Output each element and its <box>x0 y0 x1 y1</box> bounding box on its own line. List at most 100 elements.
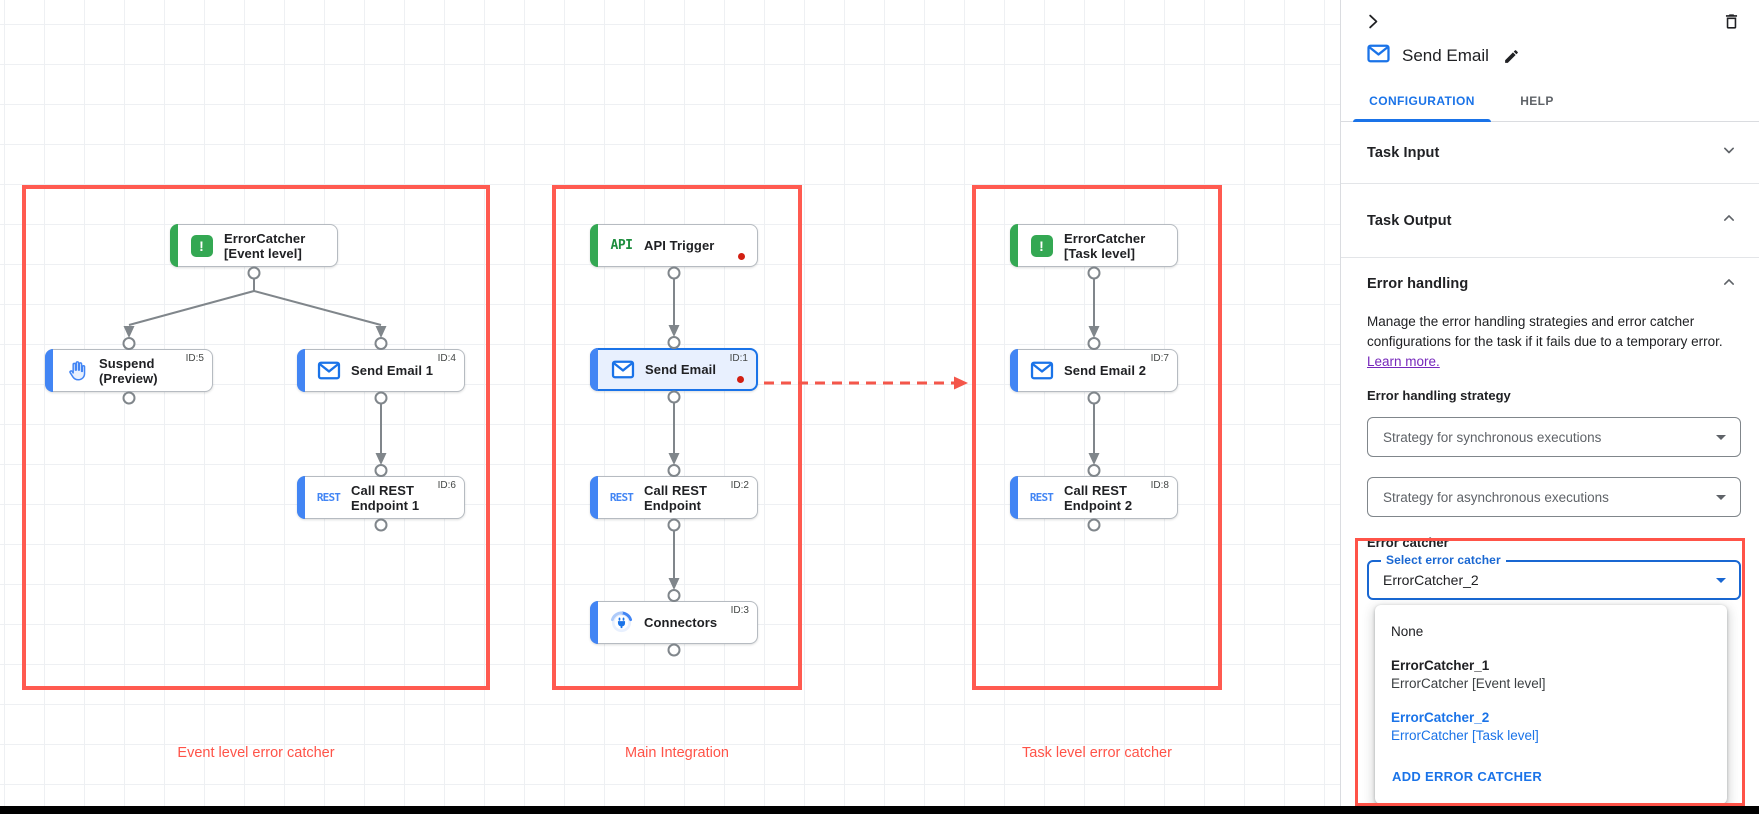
menu-item-title: ErrorCatcher_2 <box>1391 710 1490 725</box>
node-label: Send Email 2 <box>1064 363 1147 378</box>
group-label-main: Main Integration <box>625 745 729 761</box>
node-suspend[interactable]: Suspend(Preview) ID:5 <box>45 349 213 392</box>
section-task-input[interactable]: Task Input <box>1341 122 1759 184</box>
chevron-up-icon[interactable] <box>1719 208 1739 233</box>
node-accent-bar <box>590 476 598 519</box>
node-connectors[interactable]: Connectors ID:3 <box>590 601 758 644</box>
error-catcher-icon: ! <box>188 234 215 257</box>
learn-more-link[interactable]: Learn more. <box>1367 354 1440 369</box>
menu-item-none[interactable]: None <box>1391 624 1424 639</box>
error-catcher-select[interactable]: Select error catcher ErrorCatcher_2 <box>1367 553 1741 600</box>
email-icon <box>609 360 636 379</box>
add-error-catcher-button[interactable]: ADD ERROR CATCHER <box>1375 761 1559 792</box>
group-main <box>552 185 802 690</box>
section-task-input-title: Task Input <box>1367 144 1440 161</box>
sync-strategy-value: Strategy for synchronous executions <box>1383 429 1602 445</box>
unsaved-change-dot <box>737 376 744 383</box>
panel-toolbar <box>1341 0 1759 36</box>
node-id-badge: ID:7 <box>1150 353 1169 364</box>
caret-down-icon <box>1716 434 1726 440</box>
tab-configuration[interactable]: CONFIGURATION <box>1353 80 1491 122</box>
node-label: API Trigger <box>644 238 715 253</box>
section-task-output[interactable]: Task Output <box>1341 184 1759 258</box>
menu-item-title: ErrorCatcher_1 <box>1391 658 1490 673</box>
panel-title-row: Send Email <box>1341 36 1759 80</box>
rest-icon: REST <box>609 491 634 504</box>
node-accent-bar <box>1010 349 1018 392</box>
tab-help[interactable]: HELP <box>1491 80 1583 121</box>
node-accent-bar <box>590 224 598 267</box>
caret-down-icon <box>1716 577 1726 583</box>
chevron-up-icon[interactable] <box>1719 272 1739 297</box>
sync-strategy-select[interactable]: Strategy for synchronous executions <box>1367 417 1741 457</box>
panel-title: Send Email <box>1402 46 1489 65</box>
tab-bar: CONFIGURATION HELP <box>1341 80 1759 122</box>
node-accent-bar <box>590 348 598 391</box>
group-event-level <box>22 185 490 690</box>
unsaved-change-dot <box>738 253 745 260</box>
hand-icon <box>63 360 90 382</box>
node-id-badge: ID:8 <box>1150 480 1169 491</box>
node-id-badge: ID:4 <box>437 353 456 364</box>
section-task-output-title: Task Output <box>1367 212 1452 229</box>
async-strategy-value: Strategy for asynchronous executions <box>1383 489 1609 505</box>
collapse-panel-button[interactable] <box>1361 10 1384 33</box>
node-id-badge: ID:6 <box>437 480 456 491</box>
node-id-badge: ID:5 <box>185 353 204 364</box>
node-accent-bar <box>1010 224 1018 267</box>
node-accent-bar <box>297 476 305 519</box>
node-api-trigger[interactable]: API API Trigger <box>590 224 758 267</box>
section-error-handling-title: Error handling <box>1367 276 1469 292</box>
node-label: ErrorCatcher[Event level] <box>224 230 306 261</box>
error-handling-description: Manage the error handling strategies and… <box>1367 312 1729 372</box>
node-accent-bar <box>297 349 305 392</box>
error-catcher-icon: ! <box>1028 234 1055 257</box>
email-icon <box>1028 361 1055 380</box>
rest-icon: REST <box>316 491 341 504</box>
error-catcher-label: Error catcher <box>1367 535 1449 550</box>
error-catcher-select-value: ErrorCatcher_2 <box>1383 572 1479 588</box>
integration-canvas[interactable]: Event level error catcher Main Integrati… <box>0 0 1340 806</box>
node-label: ErrorCatcher[Task level] <box>1064 230 1146 261</box>
group-label-event-level: Event level error catcher <box>177 745 335 761</box>
error-catcher-select-label: Select error catcher <box>1381 553 1506 567</box>
email-icon <box>1367 44 1390 68</box>
node-label: Suspend(Preview) <box>99 355 158 386</box>
section-error-handling[interactable]: Error handling <box>1341 258 1759 310</box>
edit-title-button[interactable] <box>1501 46 1522 67</box>
node-error-catcher-task[interactable]: ! ErrorCatcher[Task level] <box>1010 224 1178 267</box>
dashed-error-arrowhead <box>954 376 968 390</box>
window-bottom-edge <box>0 806 1759 814</box>
chevron-down-icon[interactable] <box>1719 140 1739 165</box>
group-task-level <box>972 185 1222 690</box>
connectors-icon <box>608 611 635 634</box>
delete-task-button[interactable] <box>1720 10 1743 33</box>
api-icon: API <box>610 238 633 253</box>
node-id-badge: ID:3 <box>730 605 749 616</box>
menu-item-errorcatcher-1[interactable]: ErrorCatcher_1 ErrorCatcher [Event level… <box>1375 649 1727 701</box>
error-catcher-menu: None ErrorCatcher_1 ErrorCatcher [Event … <box>1375 605 1727 804</box>
email-icon <box>315 361 342 380</box>
node-accent-bar <box>1010 476 1018 519</box>
async-strategy-select[interactable]: Strategy for asynchronous executions <box>1367 477 1741 517</box>
node-label: Connectors <box>644 615 718 630</box>
menu-item-errorcatcher-2[interactable]: ErrorCatcher_2 ErrorCatcher [Task level] <box>1375 701 1727 753</box>
config-panel: Send Email CONFIGURATION HELP Task Input… <box>1340 0 1759 806</box>
menu-item-subtitle: ErrorCatcher [Event level] <box>1391 676 1546 691</box>
group-label-task-level: Task level error catcher <box>1022 745 1172 761</box>
node-id-badge: ID:1 <box>729 353 748 364</box>
node-accent-bar <box>170 224 178 267</box>
node-id-badge: ID:2 <box>730 480 749 491</box>
node-error-catcher-event[interactable]: ! ErrorCatcher[Event level] <box>170 224 338 267</box>
menu-item-subtitle: ErrorCatcher [Task level] <box>1391 728 1539 743</box>
node-accent-bar <box>590 601 598 644</box>
